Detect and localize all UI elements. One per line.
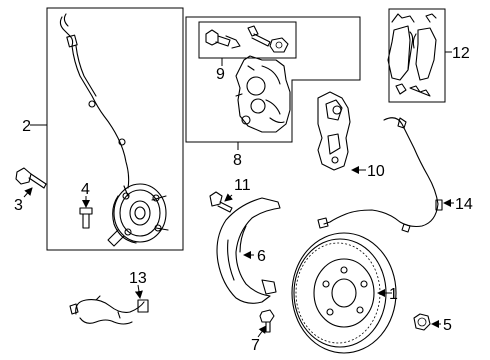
callout-3: 3: [14, 197, 23, 214]
lug-nut: [413, 313, 431, 331]
callout-11: 11: [234, 177, 251, 194]
bolt-7: [259, 309, 275, 333]
callout-2: 2: [22, 118, 31, 135]
callout-13: 13: [129, 270, 147, 287]
brake-caliper: [235, 55, 291, 133]
hub-group-box: [46, 7, 184, 251]
caliper-hardware-box: [198, 21, 297, 59]
callout-12: 12: [452, 45, 470, 62]
caliper-group-box: [185, 16, 361, 143]
caliper-bracket: [317, 91, 351, 171]
callout-14: 14: [455, 196, 473, 213]
brake-pads-set: [387, 13, 437, 97]
front-hub-with-sensor: [59, 13, 169, 247]
bolt-11: [209, 191, 233, 213]
bolt-4: [79, 207, 93, 229]
splash-shield: [216, 197, 281, 304]
caliper-hardware-kit: [205, 25, 289, 53]
callout-6: 6: [257, 248, 266, 265]
callout-5: 5: [443, 317, 452, 334]
wiring-harness-13: [69, 295, 149, 325]
callout-8: 8: [233, 152, 242, 169]
callout-7: 7: [251, 337, 260, 354]
callout-1: 1: [389, 286, 398, 303]
bolt-3: [15, 167, 47, 189]
callout-10: 10: [367, 163, 385, 180]
abs-sensor-harness: [317, 117, 443, 233]
callout-4: 4: [81, 181, 90, 198]
callout-9: 9: [216, 66, 225, 83]
